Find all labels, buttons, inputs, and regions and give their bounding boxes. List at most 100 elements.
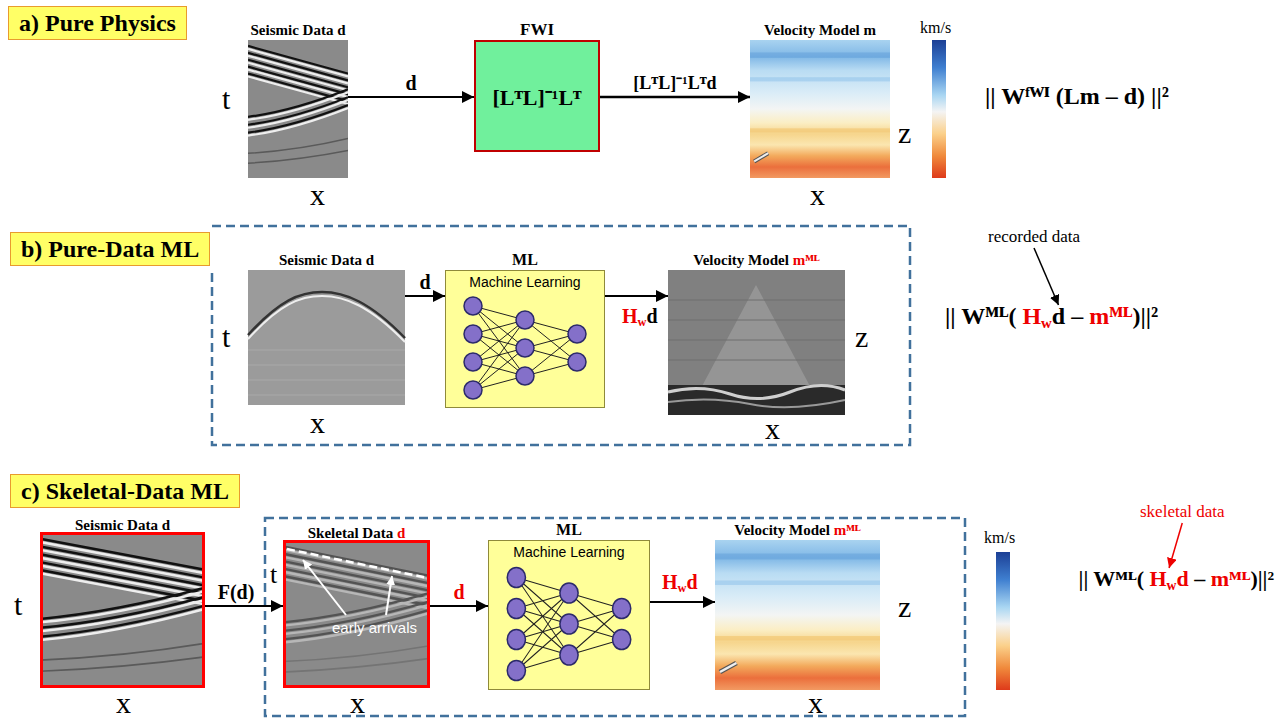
formula-part: – <box>1071 303 1083 329</box>
image-panel: Seismic Data d <box>248 40 348 178</box>
axis-label: x <box>116 688 131 718</box>
flow-arrow <box>650 601 715 603</box>
seismic-image <box>248 270 405 405</box>
process-box: MLMachine Learning <box>488 540 650 690</box>
leader-arrow <box>1034 248 1058 305</box>
formula-part: H <box>1022 303 1041 329</box>
seismic-image <box>248 40 348 178</box>
edge-label: d <box>453 581 464 603</box>
image-panel: Velocity Model m <box>750 40 890 178</box>
axis-label: z <box>898 592 911 622</box>
pointer-arrow <box>303 560 346 615</box>
section-tag: b) Pure-Data ML <box>10 232 210 266</box>
axis-label: t <box>222 84 230 114</box>
skeletal-image <box>283 540 430 688</box>
axis-label: z <box>898 118 911 148</box>
color-bar <box>996 552 1010 690</box>
process-box: MLMachine Learning <box>445 270 605 408</box>
equation: || Wᶠᵂᴵ (Lm – d) ||² <box>985 84 1169 108</box>
image-panel: Velocity Modelmᴹᴸ <box>668 270 845 415</box>
axis-label: x <box>808 688 823 718</box>
panel-heading: ML <box>556 521 582 539</box>
seismic-image <box>40 532 205 688</box>
panel-heading: Seismic Data d <box>279 252 374 269</box>
panel-title: mᴹᴸ <box>834 522 861 538</box>
axis-label: x <box>810 180 825 210</box>
panel-heading: Velocity Modelmᴹᴸ <box>693 252 819 269</box>
drawing-part <box>248 270 405 405</box>
panel-heading: ML <box>512 251 538 269</box>
edge-label: d <box>405 72 416 94</box>
formula-part: w <box>1041 315 1052 331</box>
panel-heading: Skeletal Datad <box>308 525 406 542</box>
panel-title: FWI <box>520 20 554 39</box>
unit-label: km/s <box>984 530 1015 546</box>
neural-network <box>507 568 631 681</box>
panel-title: Velocity Model <box>734 522 830 538</box>
early-arrival-pick <box>287 549 428 578</box>
flow-arrow <box>348 96 474 98</box>
flow-arrow <box>430 605 488 607</box>
drawing-part <box>668 399 845 407</box>
formula: Hwd <box>622 304 658 330</box>
axis-label: t <box>14 590 22 620</box>
velocity-image <box>715 540 880 690</box>
formula-part: w <box>1167 578 1177 593</box>
formula-part: w <box>678 581 687 595</box>
formula: || Wᴹᴸ(Hwd–mᴹᴸ)||² <box>945 302 1158 333</box>
panel-heading: FWI <box>520 21 554 40</box>
drawing-part <box>668 385 845 398</box>
axis-label: x <box>310 180 325 210</box>
formula-part: mᴹᴸ <box>1211 566 1251 591</box>
leader-lines <box>1034 248 1182 568</box>
panel-title: Velocity Model m <box>764 22 876 38</box>
formula-part: H <box>1149 566 1166 591</box>
box-text: Machine Learning <box>469 271 580 290</box>
formula-part: || Wᴹᴸ( <box>1079 566 1144 591</box>
axis-label: x <box>310 408 325 438</box>
axis-label: z <box>855 322 868 352</box>
drawing-part <box>248 350 405 395</box>
panel-heading: Velocity Model m <box>764 22 876 39</box>
drawing-part <box>668 300 845 360</box>
drawing-part <box>668 270 845 415</box>
formula: Hwd <box>662 570 698 596</box>
section-tag: a) Pure Physics <box>8 6 187 40</box>
formula-part: w <box>638 315 647 329</box>
formula: || Wᴹᴸ(Hwd–mᴹᴸ)||² <box>1079 566 1274 594</box>
velocity-image <box>668 270 845 415</box>
flow-arrow <box>405 295 445 297</box>
axis-label: t <box>222 322 230 352</box>
panel-title: Velocity Model <box>693 252 789 268</box>
panel-heading: Velocity Modelmᴹᴸ <box>734 522 860 539</box>
panel-title: Skeletal Data <box>308 525 393 541</box>
box-text: Machine Learning <box>513 541 624 560</box>
panel-title: Seismic Data d <box>279 252 374 268</box>
drawing-part <box>248 296 405 342</box>
leader-arrow <box>1169 523 1182 568</box>
callout-label: early arrivals <box>332 620 417 635</box>
panel-title: Seismic Data d <box>75 517 170 533</box>
edge-label: [LᵀL]⁻¹Lᵀd <box>633 74 716 94</box>
formula-part: d <box>647 305 658 327</box>
panel-heading: Seismic Data d <box>251 22 346 39</box>
panel-title: ML <box>512 251 538 268</box>
dashed-frame <box>212 226 910 445</box>
velocity-image <box>750 40 890 178</box>
formula-part: mᴹᴸ <box>1089 303 1132 329</box>
axis-label: x <box>350 688 365 718</box>
panel-title: ML <box>556 521 582 538</box>
image-panel: Seismic Data d <box>40 532 205 688</box>
formula-part: – <box>1194 566 1205 591</box>
panel-title: Seismic Data d <box>251 22 346 38</box>
formula-part: d <box>1052 303 1065 329</box>
formula-part: H <box>622 305 638 327</box>
unit-label: km/s <box>920 20 951 36</box>
axis-label: t <box>270 562 277 588</box>
pointer-arrow <box>386 576 392 615</box>
formula-part: H <box>662 571 678 593</box>
formula-part: || Wᴹᴸ( <box>945 303 1016 329</box>
